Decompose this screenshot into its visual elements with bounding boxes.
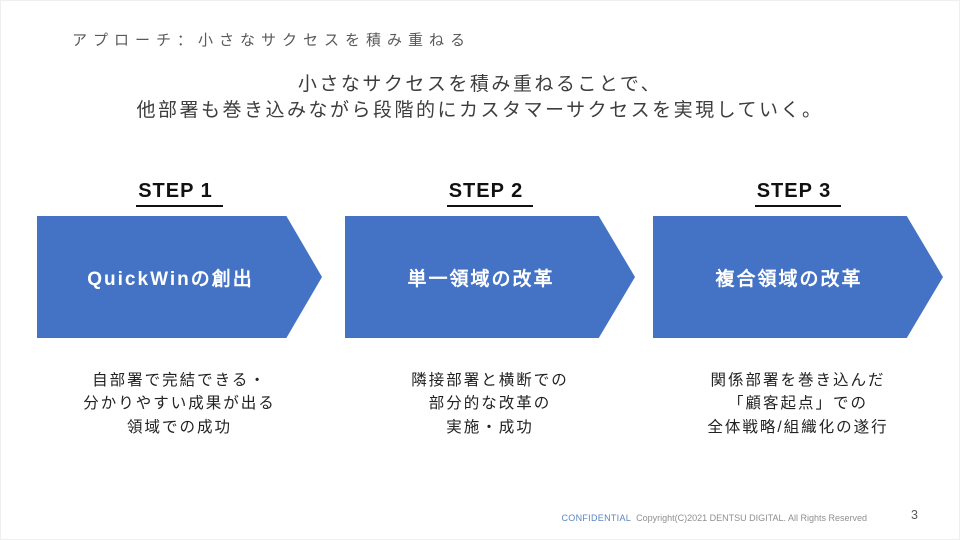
subtitle-line-1: 小さなサクセスを積み重ねることで、 (297, 74, 663, 95)
step1-arrow-shape: QuickWinの創出 (37, 216, 322, 338)
step1-label-text: STEP 1 (136, 180, 223, 207)
step2-desc-line-1: 隣接部署と横断での (411, 372, 569, 389)
step1-description: 自部署で完結できる・ 分かりやすい成果が出る 領域での成功 (37, 369, 322, 439)
step2-arrow-shape: 単一領域の改革 (345, 216, 635, 338)
step2-arrow-label: 単一領域の改革 (407, 268, 555, 290)
step3-label-text: STEP 3 (754, 180, 842, 207)
slide-title: アプローチ：小さなサクセスを積み重ねる (72, 32, 472, 49)
step1-arrow-label: QuickWinの創出 (87, 268, 254, 290)
step3-description: 関係部署を巻き込んだ 「顧客起点」での 全体戦略/組織化の遂行 (653, 369, 943, 439)
step3-label: STEP 3 (653, 180, 943, 207)
slide-footer: CONFIDENTIAL Copyright(C)2021 DENTSU DIGI… (1, 513, 867, 523)
step3-desc-line-3: 全体戦略/組織化の遂行 (707, 418, 889, 436)
slide-subtitle: 小さなサクセスを積み重ねることで、 他部署も巻き込みながら段階的にカスタマーサク… (1, 72, 959, 124)
step2-desc-line-3: 実施・成功 (446, 418, 534, 436)
step1-label: STEP 1 (37, 180, 322, 207)
step2-description: 隣接部署と横断での 部分的な改革の 実施・成功 (345, 369, 635, 439)
step1-desc-line-1: 自部署で完結できる・ (92, 372, 267, 389)
step3-arrow-label: 複合領域の改革 (715, 268, 863, 290)
step1-desc-line-3: 領域での成功 (126, 418, 232, 436)
copyright-text: Copyright(C)2021 DENTSU DIGITAL. All Rig… (636, 513, 867, 523)
step3-arrow-shape: 複合領域の改革 (653, 216, 943, 338)
step3-desc-line-2: 「顧客起点」での (727, 395, 868, 413)
confidential-label: CONFIDENTIAL (561, 513, 632, 523)
page-number: 3 (911, 508, 918, 522)
subtitle-line-2: 他部署も巻き込みながら段階的にカスタマーサクセスを実現していく。 (136, 100, 824, 122)
step2-desc-line-2: 部分的な改革の (428, 395, 552, 413)
step3-desc-line-1: 関係部署を巻き込んだ (710, 372, 886, 389)
step2-label: STEP 2 (345, 180, 635, 207)
step1-desc-line-2: 分かりやすい成果が出る (83, 395, 276, 413)
step2-label-text: STEP 2 (446, 180, 534, 207)
